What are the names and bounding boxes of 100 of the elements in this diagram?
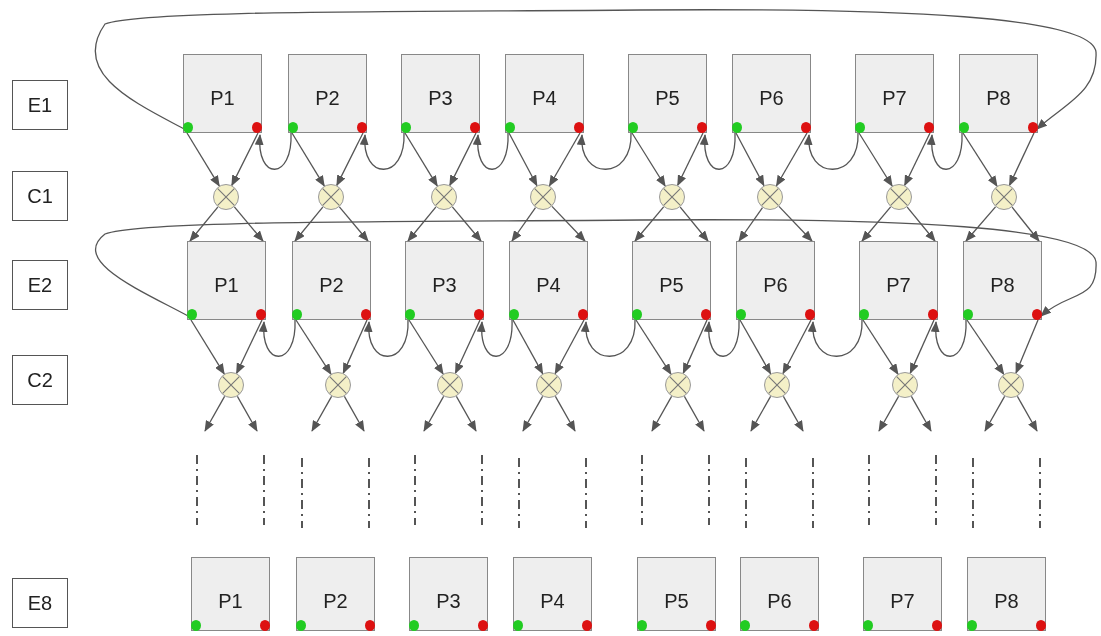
node-label: P6 [759,87,784,109]
row-label: E1 [12,80,68,130]
arrow [677,132,704,187]
arrow [782,395,804,432]
process-box [513,557,592,631]
arrow [295,319,332,375]
process-box [405,241,484,320]
node-label: P4 [532,87,557,109]
arrow [255,132,292,170]
arrow [782,319,812,375]
arrow [858,132,893,187]
arrow [909,319,935,375]
arrow [294,206,324,242]
crossed-circle [998,372,1024,398]
arrow [778,205,813,242]
arrow [449,132,477,187]
crossed-circle [530,184,556,210]
arrow [700,132,736,170]
arrow [683,395,705,432]
arrow [651,395,673,432]
node-label: P8 [994,590,1019,612]
node-label: P6 [763,274,788,296]
process-box [409,557,488,631]
arrow [189,206,219,242]
node-label: P7 [886,274,911,296]
arrow [965,206,997,242]
arrow [451,206,482,242]
process-box [505,54,584,133]
arrow [1015,319,1039,374]
arrow [512,319,544,375]
node-label: P8 [990,274,1015,296]
arrow [739,319,772,375]
arrow [862,319,899,375]
arrow [931,319,967,357]
arrow [408,319,444,375]
crossed-circle [659,184,685,210]
arrow [186,132,220,187]
node-label: P1 [218,590,243,612]
crossed-circle [536,372,562,398]
crossed-circle [325,372,351,398]
arrow [966,319,1005,376]
row-label: C2 [12,355,68,405]
arrow [259,319,296,357]
arrow [423,395,445,432]
process-box [296,557,375,631]
process-box [637,557,716,631]
arrow [343,395,365,432]
arrow [291,132,325,187]
crossed-circle [892,372,918,398]
arrow [581,319,636,357]
process-box [292,241,371,320]
process-box [732,54,811,133]
arrow [738,207,764,242]
process-box [183,54,262,133]
arrow [682,319,708,375]
node-label: P5 [664,590,689,612]
arrow [551,205,586,242]
crossed-circle [437,372,463,398]
node-label: P5 [655,87,680,109]
crossed-circle [431,184,457,210]
arrow [233,206,264,242]
arrow [631,132,666,187]
node-label: P2 [315,87,340,109]
arrow [204,395,226,432]
arrow [927,132,963,170]
arrow [473,132,509,170]
crossed-circle [757,184,783,210]
arrow [554,395,576,432]
node-label: P3 [432,274,457,296]
arrow [804,132,859,170]
arrow [477,319,513,357]
arrow [750,395,772,432]
arrow [455,395,477,432]
arrow [236,395,258,432]
arrow [360,132,405,170]
process-box [863,557,942,631]
process-box [401,54,480,133]
node-label: P4 [540,590,565,612]
node-label: P1 [214,274,239,296]
arrow [634,206,665,242]
process-box [855,54,934,133]
arrow [1008,132,1035,187]
crossed-circle [991,184,1017,210]
arrow [508,132,538,187]
process-box [509,241,588,320]
row-label: C1 [12,171,68,221]
process-box [959,54,1038,133]
arrow [735,132,765,187]
arrow [577,132,632,170]
arrow [861,206,892,242]
node-label: P5 [659,274,684,296]
arrow [94,9,1097,131]
arrow [231,132,259,187]
node-label: P7 [890,590,915,612]
arrow [904,132,931,187]
process-box [736,241,815,320]
node-label: P4 [536,274,561,296]
arrow [190,319,225,375]
process-box [967,557,1046,631]
crossed-circle [318,184,344,210]
